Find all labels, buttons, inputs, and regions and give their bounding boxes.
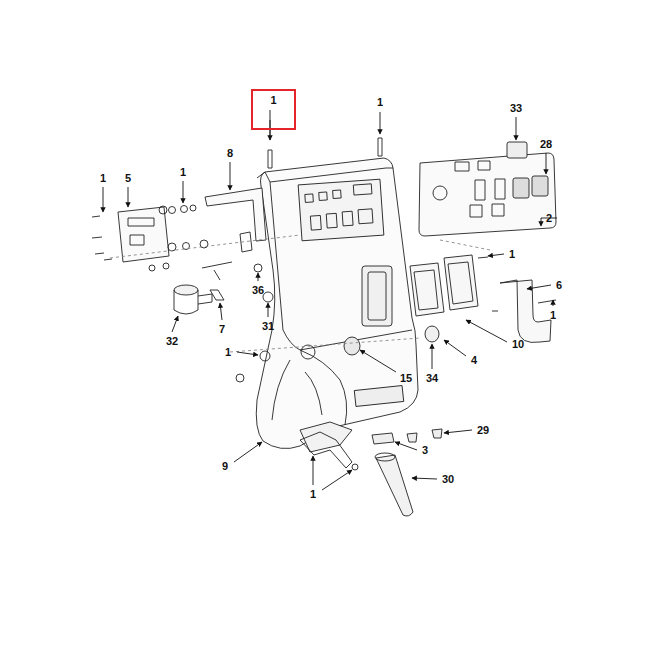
callout-number: 30: [441, 473, 455, 485]
callout-number: 2: [545, 212, 553, 224]
callout-number: 4: [470, 354, 478, 366]
callout-number: 7: [218, 323, 226, 335]
callout-number: 32: [165, 335, 179, 347]
callout-number: 1: [376, 96, 384, 108]
leader-lines: [103, 110, 557, 490]
callout-number: 1: [549, 309, 557, 321]
callout-number: 3: [421, 444, 429, 456]
callout-number: 9: [221, 460, 229, 472]
callout-number: 31: [261, 320, 275, 332]
callout-number: 1: [99, 172, 107, 184]
callout-number: 1: [253, 91, 294, 106]
callout-number: 15: [399, 372, 413, 384]
callout-number: 5: [124, 172, 132, 184]
callout-number: 1: [309, 488, 317, 500]
callout-number: 8: [226, 147, 234, 159]
callout-number: 28: [539, 138, 553, 150]
callout-number: 1: [508, 248, 516, 260]
callout-number: 1: [224, 346, 232, 358]
callout-number: 29: [476, 424, 490, 436]
callout-number: 6: [555, 279, 563, 291]
callout-number: 10: [511, 338, 525, 350]
callout-number: 33: [509, 102, 523, 114]
highlight-callout-box: 1: [251, 89, 296, 130]
callout-number: 34: [425, 372, 439, 384]
callout-number: 36: [251, 284, 265, 296]
callout-number: 1: [179, 166, 187, 178]
